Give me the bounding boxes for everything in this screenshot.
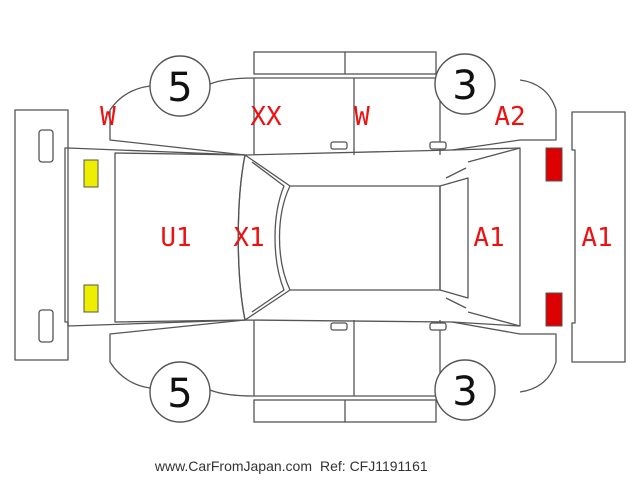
tyre-bottom-left: 5 [149, 361, 211, 423]
damage-code-top-rear-door: W [354, 102, 370, 132]
rear-lamps [545, 147, 563, 327]
damage-code-rear-bumper: A1 [581, 223, 612, 253]
tyre-bottom-right-value: 3 [452, 369, 477, 415]
damage-code-hood: U1 [160, 223, 191, 253]
damage-code-top-front-door: XX [250, 102, 282, 132]
front-bumper [14, 109, 69, 361]
tyre-top-right: 3 [434, 53, 496, 115]
front-lamps [83, 159, 99, 313]
tyre-top-left: 5 [149, 55, 211, 117]
rear-lamp-right-icon [545, 292, 563, 327]
roof-edge-bottom [253, 399, 437, 423]
damage-code-top-front-fender: W [100, 102, 116, 132]
front-lamp-right-icon [83, 284, 99, 313]
damage-code-windshield: X1 [233, 223, 264, 253]
rear-bumper [571, 111, 626, 363]
rear-lamp-left-icon [545, 147, 563, 182]
roof-edge-top [253, 51, 437, 75]
footer-ref: Ref: CFJ1191161 [320, 458, 428, 474]
damage-code-rear-glass: A1 [473, 223, 504, 253]
tyre-top-right-value: 3 [452, 63, 477, 109]
tyre-top-left-value: 5 [167, 65, 192, 111]
damage-code-top-rear-quarter: A2 [494, 102, 525, 132]
tyre-bottom-right: 3 [434, 359, 496, 421]
side-profile-top [109, 77, 557, 156]
tyre-bottom-left-value: 5 [167, 371, 192, 417]
footer-site: www.CarFromJapan.com [154, 458, 312, 474]
car-top-view [67, 147, 521, 327]
front-lamp-left-icon [83, 159, 99, 188]
